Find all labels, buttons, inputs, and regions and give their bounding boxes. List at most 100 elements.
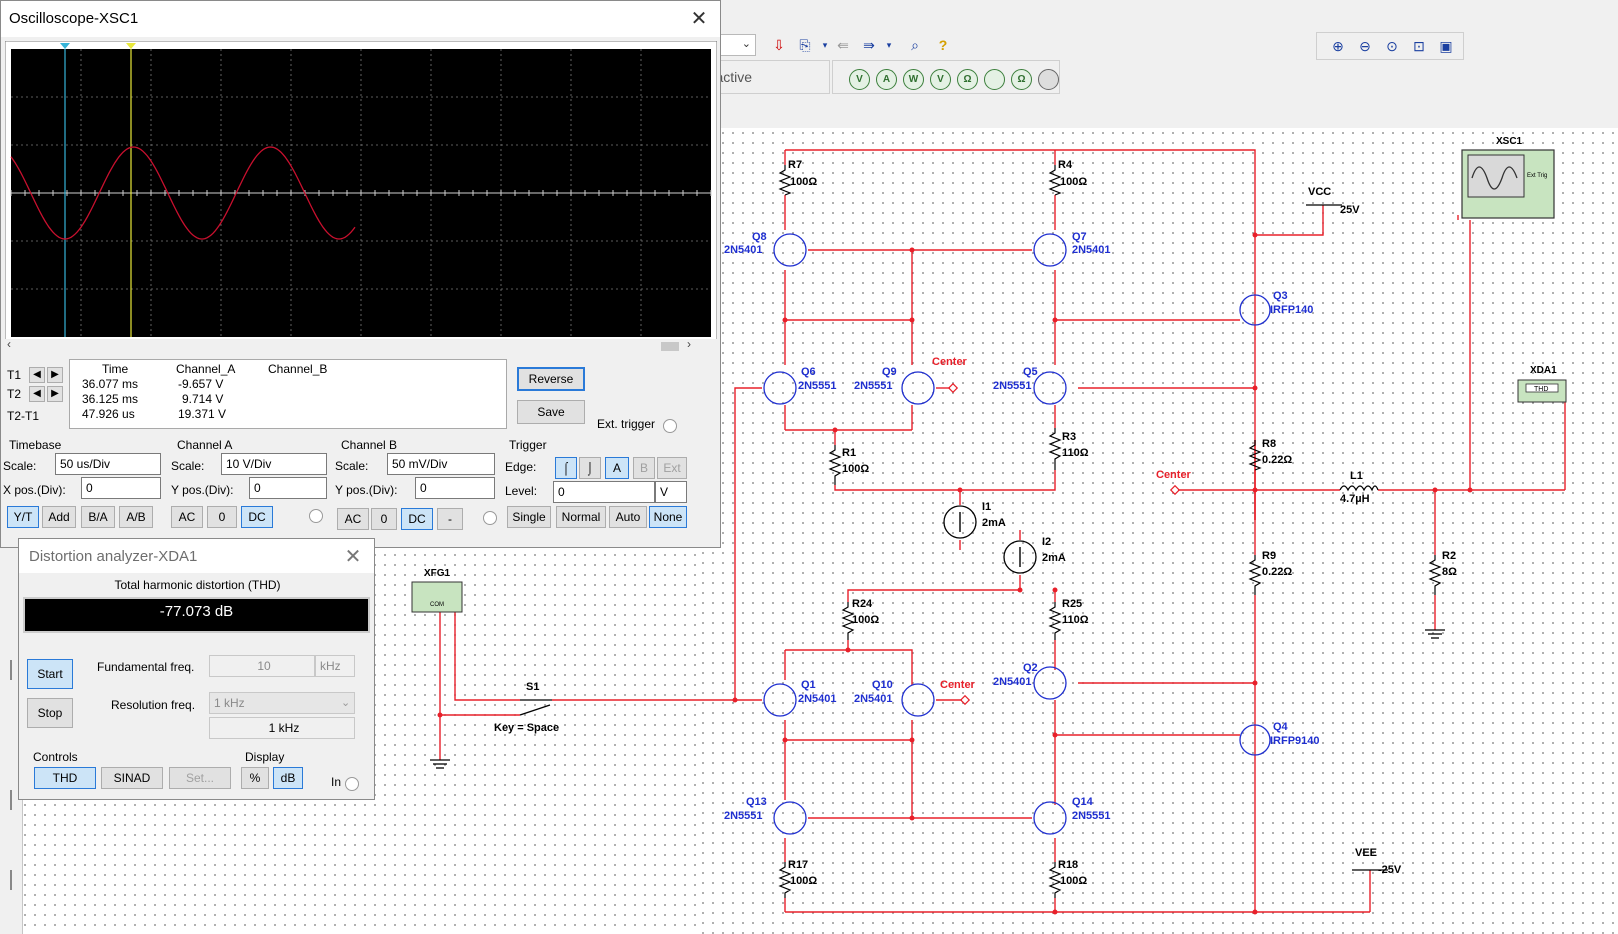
level-label: Level: (505, 484, 538, 498)
single-button[interactable]: Single (507, 506, 551, 528)
thd-button[interactable]: THD (34, 767, 96, 789)
timebase-scale-field[interactable]: 50 us/Div (55, 453, 161, 475)
chevron-down-icon[interactable]: ▾ (886, 40, 892, 50)
db-button[interactable]: dB (273, 767, 303, 789)
com-tag: COM (430, 602, 444, 608)
zoom-fit-icon[interactable]: ⊡ (1413, 38, 1425, 54)
ab-button[interactable]: A/B (119, 506, 153, 528)
set-button[interactable]: Set... (169, 767, 231, 789)
start-button[interactable]: Start (27, 659, 73, 689)
auto-button[interactable]: Auto (609, 506, 647, 528)
q8-label: Q8 (752, 231, 767, 243)
export-icon[interactable]: ⎘ (799, 37, 811, 53)
r25-label: R25 (1062, 598, 1082, 610)
scroll-thumb[interactable] (661, 342, 679, 351)
add-button[interactable]: Add (42, 506, 76, 528)
close-icon[interactable]: ✕ (344, 546, 362, 568)
fundamental-freq-unit: kHz (315, 655, 355, 677)
scroll-right-icon[interactable]: › (687, 337, 691, 351)
t1-right-arrow-icon[interactable]: ▶ (47, 367, 63, 383)
r17-value: 100Ω (790, 875, 817, 887)
channel-a-trace (10, 146, 356, 240)
trigger-ext-button[interactable]: Ext (657, 457, 687, 479)
t2-left-arrow-icon[interactable]: ◀ (29, 386, 45, 402)
forward-annotate-icon[interactable]: ⇛ (863, 37, 875, 53)
search-icon[interactable]: ⌕ (911, 37, 919, 53)
screen-scrollbar[interactable]: ‹ › (5, 337, 717, 353)
schematic-canvas[interactable] (698, 128, 1618, 934)
channel-a-ypos-field[interactable]: 0 (249, 477, 327, 499)
r2-label: R2 (1442, 550, 1456, 562)
stop-button[interactable]: Stop (27, 698, 73, 728)
sinad-button[interactable]: SINAD (101, 767, 163, 789)
normal-button[interactable]: Normal (556, 506, 606, 528)
digital-probe-icon[interactable] (984, 69, 1005, 90)
reference-probe-icon[interactable]: Ω (1011, 69, 1032, 90)
channel-a-zero-button[interactable]: 0 (207, 506, 237, 528)
probe-icon[interactable]: ⇩ (773, 37, 785, 53)
trigger-b-button[interactable]: B (633, 457, 655, 479)
readout-t1-time: 36.077 ms (82, 377, 139, 391)
r3-value: 110Ω (1062, 447, 1089, 459)
oscilloscope-titlebar[interactable]: Oscilloscope-XSC1 ✕ (1, 1, 720, 37)
full-screen-icon[interactable]: ▣ (1439, 38, 1453, 54)
falling-edge-icon[interactable]: ⌡ (579, 457, 601, 479)
t2-right-arrow-icon[interactable]: ▶ (47, 386, 63, 402)
zoom-area-icon[interactable]: ⊙ (1386, 38, 1398, 54)
level-field[interactable]: 0 (553, 481, 655, 503)
ba-button[interactable]: B/A (81, 506, 115, 528)
voltage-probe-icon[interactable]: V (849, 69, 870, 90)
back-annotate-icon[interactable]: ⇚ (837, 37, 849, 53)
q9-type: 2N5551 (854, 380, 893, 392)
display-label: Display (245, 750, 285, 764)
fundamental-freq-field[interactable]: 10 (209, 655, 315, 677)
diff-voltage-probe-icon[interactable]: V (930, 69, 951, 90)
thd-caption: Total harmonic distortion (THD) (114, 578, 281, 592)
q14-label: Q14 (1072, 796, 1094, 808)
none-button[interactable]: None (649, 506, 687, 528)
power-probe-icon[interactable]: W (903, 69, 924, 90)
channel-a-terminal[interactable] (309, 509, 323, 523)
zoom-in-icon[interactable]: ⊕ (1332, 38, 1344, 54)
xpos-field[interactable]: 0 (81, 477, 161, 499)
q3-type: IRFP140 (1270, 304, 1313, 316)
channel-b-ac-button[interactable]: AC (337, 508, 369, 530)
zoom-out-icon[interactable]: ⊖ (1359, 38, 1371, 54)
scroll-left-icon[interactable]: ‹ (7, 337, 11, 351)
channel-b-zero-button[interactable]: 0 (371, 508, 397, 530)
reverse-button[interactable]: Reverse (517, 367, 585, 391)
channel-a-dc-button[interactable]: DC (241, 506, 273, 528)
channel-b-scale-label: Scale: (335, 459, 369, 473)
rising-edge-icon[interactable]: ⌠ (555, 457, 577, 479)
t1-left-arrow-icon[interactable]: ◀ (29, 367, 45, 383)
app-toolbar: ⌄ ⇩ ⎘ ▾ ⇚ ⇛ ▾ ⌕ ? eractive V A W V Ω Ω ⊕… (698, 0, 1618, 129)
current-probe-icon[interactable]: A (876, 69, 897, 90)
close-icon[interactable]: ✕ (690, 8, 708, 30)
center-label-2: Center (1156, 469, 1192, 481)
distortion-titlebar[interactable]: Distortion analyzer-XDA1 ✕ (19, 539, 374, 573)
i2-label: I2 (1042, 536, 1051, 548)
save-button[interactable]: Save (517, 400, 585, 424)
help-icon[interactable]: ? (938, 37, 948, 53)
resolution-freq-select[interactable]: 1 kHz (209, 692, 355, 714)
channel-a-title: Channel A (177, 438, 233, 452)
settings-gear-icon[interactable] (1038, 69, 1059, 90)
channel-a-ac-button[interactable]: AC (171, 506, 203, 528)
i2-value: 2mA (1042, 552, 1066, 564)
trigger-a-button[interactable]: A (605, 457, 629, 479)
ext-trigger-terminal[interactable] (663, 419, 677, 433)
in-terminal[interactable] (345, 777, 359, 791)
channel-b-scale-field[interactable]: 50 mV/Div (387, 453, 495, 475)
percent-button[interactable]: % (241, 767, 269, 789)
channel-b-minus-button[interactable]: - (437, 508, 463, 530)
channel-b-terminal[interactable] (483, 511, 497, 525)
channel-a-ypos-label: Y pos.(Div): (171, 483, 234, 497)
channel-b-dc-button[interactable]: DC (401, 508, 433, 530)
r4-label: R4 (1058, 159, 1073, 171)
channel-b-ypos-field[interactable]: 0 (415, 477, 495, 499)
yt-button[interactable]: Y/T (7, 506, 39, 528)
impedance-probe-icon[interactable]: Ω (957, 69, 978, 90)
chevron-down-icon[interactable]: ▾ (822, 40, 828, 50)
channel-a-scale-field[interactable]: 10 V/Div (221, 453, 327, 475)
trigger-title: Trigger (509, 438, 547, 452)
